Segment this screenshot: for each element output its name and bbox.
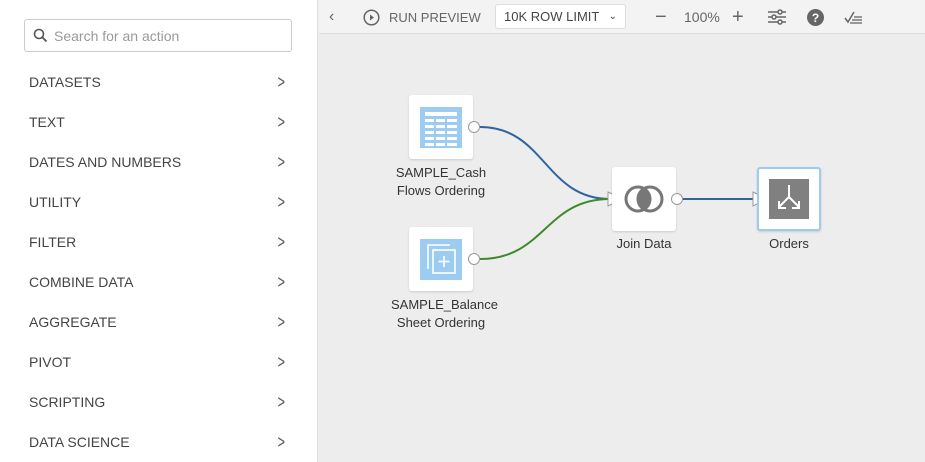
- chevron-right-icon: >: [278, 71, 286, 92]
- node-label: SAMPLE_Cash Flows Ordering: [395, 165, 487, 198]
- category-aggregate[interactable]: AGGREGATE >: [0, 302, 317, 342]
- svg-text:?: ?: [812, 11, 819, 25]
- category-label: UTILITY: [29, 194, 82, 210]
- run-preview-label: RUN PREVIEW: [389, 9, 481, 25]
- category-label: DATASETS: [29, 74, 101, 90]
- output-icon: [769, 179, 809, 219]
- category-datasets[interactable]: DATASETS >: [0, 62, 317, 102]
- category-label: SCRIPTING: [29, 394, 106, 410]
- category-scripting[interactable]: SCRIPTING >: [0, 382, 317, 422]
- category-dates-and-numbers[interactable]: DATES AND NUMBERS >: [0, 142, 317, 182]
- join-output-port[interactable]: [671, 193, 683, 205]
- category-utility[interactable]: UTILITY >: [0, 182, 317, 222]
- chevron-down-icon: ⌄: [608, 11, 617, 22]
- chevron-right-icon: >: [278, 191, 286, 212]
- link-cash-to-join: [479, 126, 611, 200]
- category-data-science[interactable]: DATA SCIENCE >: [0, 422, 317, 462]
- chevron-right-icon: >: [278, 391, 286, 412]
- node-cash-flows[interactable]: [409, 95, 473, 159]
- search-box[interactable]: [24, 19, 292, 52]
- category-label: DATA SCIENCE: [29, 434, 130, 450]
- chevron-right-icon: >: [278, 111, 286, 132]
- actions-sidebar: DATASETS > TEXT > DATES AND NUMBERS > UTILITY >…: [0, 0, 318, 462]
- category-label: DATES AND NUMBERS: [29, 154, 182, 170]
- dataset-add-icon: [420, 239, 462, 280]
- chevron-right-icon: >: [278, 231, 286, 252]
- node-orders-output[interactable]: [757, 167, 821, 231]
- balance-output-port[interactable]: [468, 253, 480, 265]
- node-join-data[interactable]: [612, 167, 676, 231]
- chevron-right-icon: >: [278, 271, 286, 292]
- category-combine-data[interactable]: COMBINE DATA >: [0, 262, 317, 302]
- chevron-right-icon: >: [278, 151, 286, 172]
- node-label: Orders: [769, 236, 809, 251]
- category-pivot[interactable]: PIVOT >: [0, 342, 317, 382]
- node-label: SAMPLE_Balance Sheet Ordering: [391, 297, 498, 330]
- validate-icon[interactable]: [844, 0, 862, 34]
- collapse-sidebar-button[interactable]: ‹: [329, 8, 335, 25]
- row-limit-dropdown[interactable]: 10K ROW LIMIT ⌄: [495, 4, 626, 29]
- zoom-out-button[interactable]: −: [655, 5, 667, 28]
- row-limit-value: 10K ROW LIMIT: [504, 9, 600, 24]
- category-label: TEXT: [29, 114, 65, 130]
- search-input[interactable]: [54, 27, 274, 44]
- link-balance-to-join: [479, 198, 611, 260]
- settings-sliders-icon[interactable]: [768, 0, 786, 34]
- zoom-in-button[interactable]: +: [732, 5, 744, 28]
- run-preview-button[interactable]: RUN PREVIEW: [363, 0, 481, 34]
- zoom-level: 100%: [684, 9, 720, 25]
- node-label: Join Data: [616, 236, 672, 251]
- join-icon: [624, 185, 664, 213]
- chevron-right-icon: >: [278, 351, 286, 372]
- category-label: COMBINE DATA: [29, 274, 134, 290]
- search-icon: [33, 28, 48, 43]
- chevron-right-icon: >: [278, 311, 286, 332]
- table-icon: [420, 107, 462, 148]
- category-text[interactable]: TEXT >: [0, 102, 317, 142]
- chevron-right-icon: >: [278, 431, 286, 452]
- category-label: AGGREGATE: [29, 314, 117, 330]
- node-balance-sheet[interactable]: [409, 227, 473, 291]
- play-icon: [363, 8, 380, 26]
- help-icon[interactable]: ?: [807, 0, 824, 34]
- category-label: PIVOT: [29, 354, 72, 370]
- cash-output-port[interactable]: [468, 121, 480, 133]
- toolbar: ‹ RUN PREVIEW 10K ROW LIMIT ⌄ − 100% + ?: [319, 0, 925, 34]
- category-filter[interactable]: FILTER >: [0, 222, 317, 262]
- category-label: FILTER: [29, 234, 77, 250]
